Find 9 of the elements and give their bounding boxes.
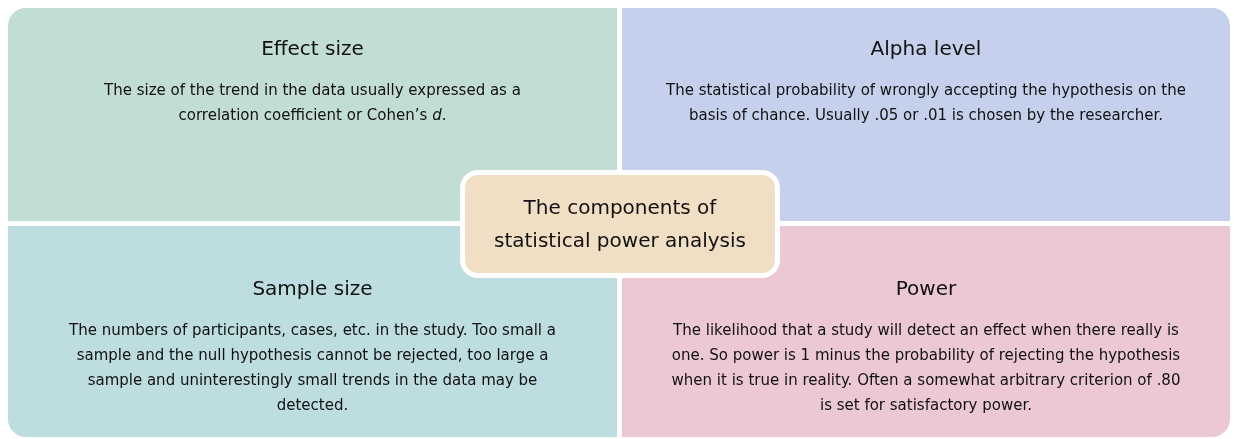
panel-text: The likelihood that a study will detect an effect when there really is one. So power is 1 minus the probability of rejecting the hypothesis when it is true in reality. Often a somewhat arbitrary criterion of .80 is set for satisfactory power. bbox=[670, 320, 1182, 416]
panel-heading: Sample size bbox=[252, 276, 373, 300]
panel-text: The numbers of participants, cases, etc. in the study. Too small a sample and the null hypothesis cannot be rejected, too large a sample and uninterestingly small trends in the data may be detected. bbox=[68, 320, 557, 416]
panel-text: The statistical probability of wrongly accepting the hypothesis on the basis of chance. Usually .05 or .01 is chosen by the researcher. bbox=[665, 80, 1187, 126]
panel-heading: Power bbox=[895, 276, 957, 300]
panel-text: The size of the trend in the data usually expressed as a correlation coefficient or Cohen’s d. bbox=[103, 80, 522, 126]
panel-heading: Effect size bbox=[261, 36, 364, 60]
panel-heading: Alpha level bbox=[870, 36, 982, 60]
title-box: The components of statistical power analysis bbox=[460, 170, 780, 278]
